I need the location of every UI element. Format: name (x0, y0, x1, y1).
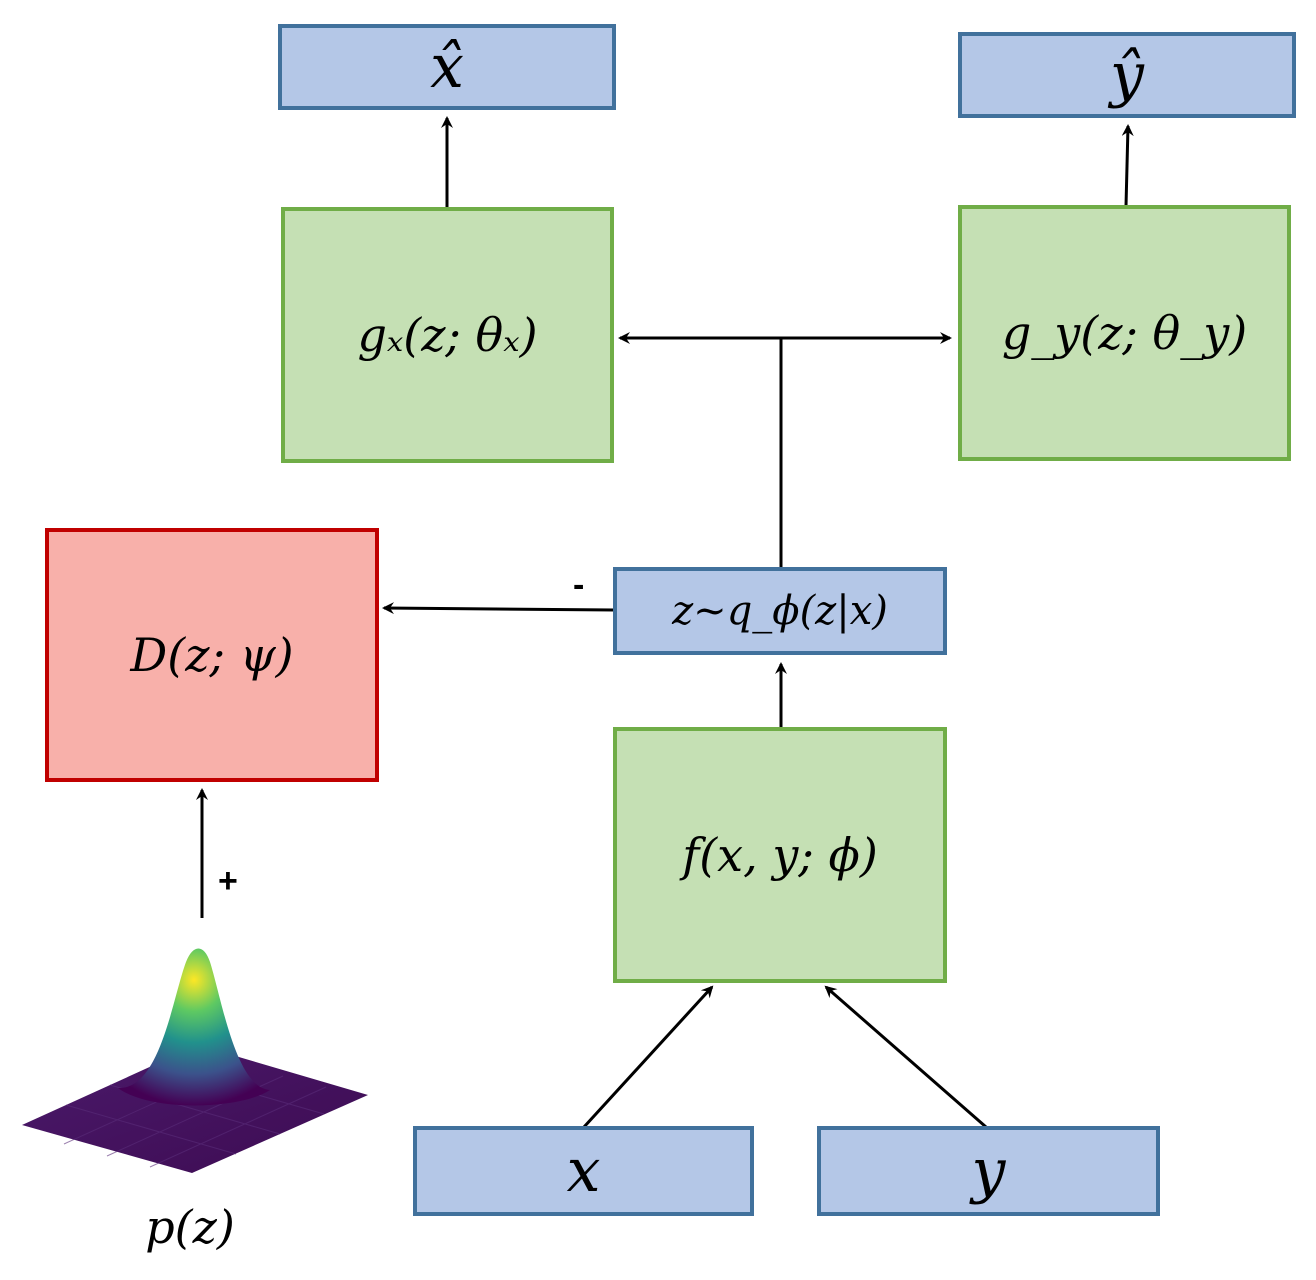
y-input-label: y (971, 1136, 1006, 1206)
discriminator-node: D(z; ψ) (45, 528, 379, 782)
encoder-node: f(x, y; ϕ) (613, 727, 947, 983)
x-hat-label: x̂ (430, 32, 464, 102)
decoder-x-label: gₓ(z; θₓ) (357, 308, 538, 362)
y-hat-label: ŷ (1110, 40, 1144, 110)
plus-sign: + (218, 862, 238, 900)
x-hat-node: x̂ (278, 24, 616, 110)
arrow-y-to-encoder (824, 985, 987, 1129)
arrow-latent-to-discriminator (382, 602, 615, 615)
y-input-node: y (817, 1126, 1160, 1216)
encoder-label: f(x, y; ϕ) (682, 828, 878, 882)
decoder-x-node: gₓ(z; θₓ) (281, 207, 614, 463)
latent-sample-node: z~q_ϕ(z|x) (613, 567, 947, 655)
decoder-y-node: g_y(z; θ_y) (958, 205, 1291, 461)
x-input-node: x (413, 1126, 754, 1216)
minus-sign: - (573, 566, 585, 604)
arrow-x-to-encoder (582, 985, 714, 1129)
decoder-y-label: g_y(z; θ_y) (1001, 306, 1248, 360)
prior-label: p(z) (145, 1200, 235, 1254)
discriminator-label: D(z; ψ) (130, 628, 294, 682)
latent-sample-label: z~q_ϕ(z|x) (672, 588, 888, 634)
gaussian-prior-surface-icon (22, 948, 368, 1173)
x-input-label: x (566, 1136, 601, 1206)
y-hat-node: ŷ (958, 32, 1296, 118)
arrow-gy-to-yhat (1121, 124, 1134, 207)
